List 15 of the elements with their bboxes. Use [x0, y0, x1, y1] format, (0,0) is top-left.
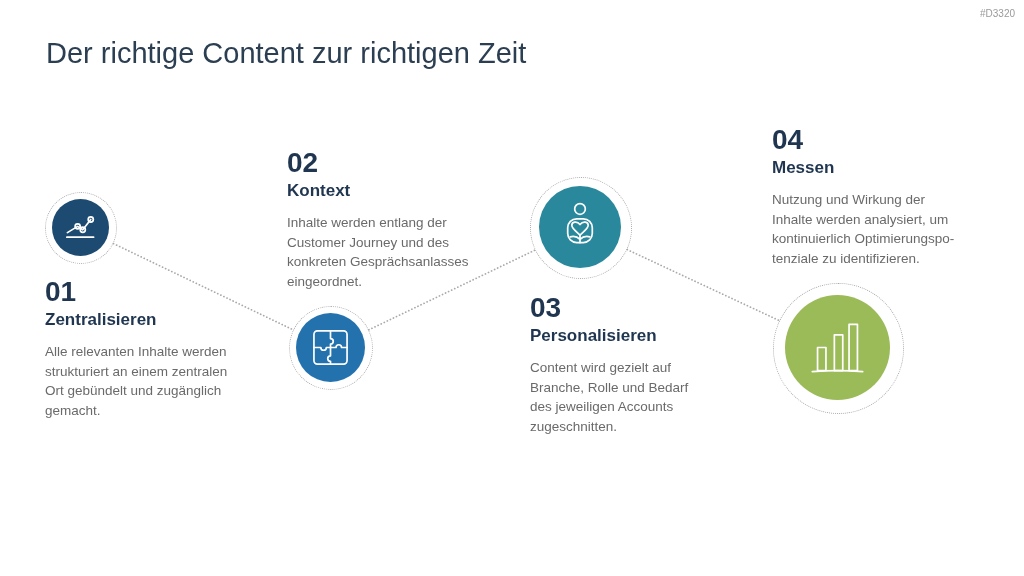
step-heading: Kontext: [287, 180, 351, 201]
step-description: Inhalte werden entlang der Customer Journey und des konkreten Gesprächsanlasses eingeordnet.: [287, 214, 470, 292]
step-description: Nutzung und Wirkung der Inhalte werden analysiert, um kontinuierlich Optimierungspo-tenziale zu identifizieren.: [772, 191, 956, 269]
dotted-connector: [368, 249, 536, 331]
step-number: 01: [45, 277, 77, 307]
step-number: 03: [530, 293, 562, 323]
slide-id-label: #D3320: [979, 8, 1015, 20]
step-heading: Messen: [772, 157, 835, 178]
step-number: 04: [772, 125, 804, 155]
step-description: Alle relevanten Inhalte werden strukturiert an einem zentralen Ort gebündelt und zugänglich gemacht.: [45, 343, 229, 421]
step-description: Content wird gezielt auf Branche, Rolle und Bedarf des jeweiligen Accounts zugeschnitten.: [530, 359, 690, 437]
step-heading: Zentralisieren: [45, 309, 157, 330]
step-number: 02: [287, 148, 319, 178]
title: Der richtige Content zur richtigen Zeit: [46, 36, 527, 71]
step-heading: Personalisieren: [530, 325, 657, 346]
